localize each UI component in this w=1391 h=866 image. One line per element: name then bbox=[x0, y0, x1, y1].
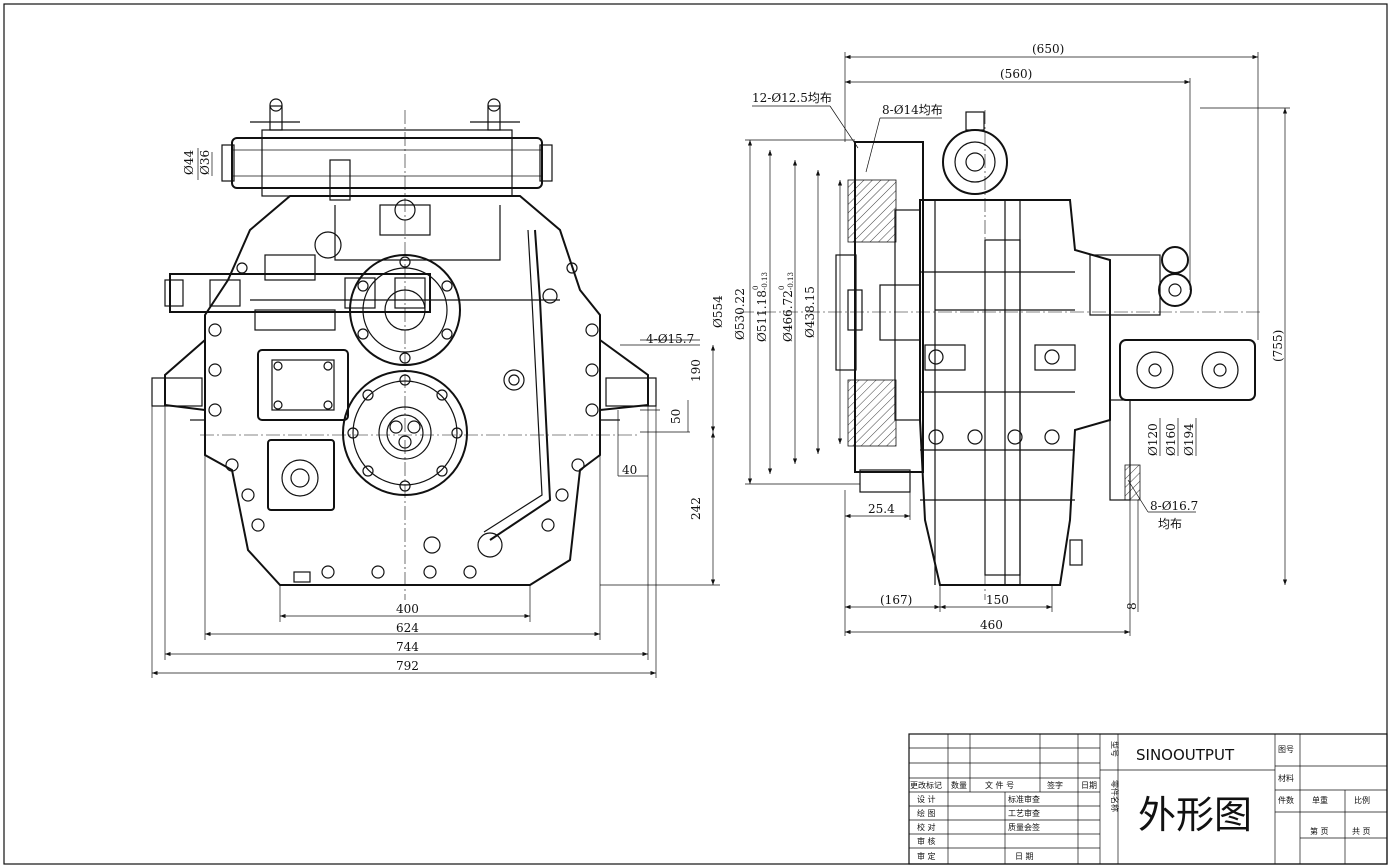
callout-8-holes-bottom: 8-Ø16.7 bbox=[1150, 499, 1198, 513]
rev-header-doc: 文 件 号 bbox=[985, 780, 1014, 790]
label-model: 型号 bbox=[1110, 741, 1119, 757]
label-material: 材料 bbox=[1278, 773, 1294, 783]
role-review: 审 核 bbox=[917, 836, 936, 846]
front-view: Ø44 Ø36 4-Ø15.7 190 50 40 242 400 624 74… bbox=[151, 98, 720, 678]
label-count: 件数 bbox=[1278, 795, 1294, 805]
dim-400: 400 bbox=[396, 602, 419, 616]
dim-dia-120: Ø120 bbox=[1146, 423, 1160, 456]
company-name: SINOOUTPUT bbox=[1136, 746, 1235, 764]
rev-header-qty: 数量 bbox=[951, 780, 967, 790]
dim-8: 8 bbox=[1125, 602, 1139, 610]
dim-190: 190 bbox=[689, 359, 703, 382]
side-cooler bbox=[942, 129, 1008, 195]
dim-792: 792 bbox=[396, 659, 419, 673]
review-quality: 质量会签 bbox=[1008, 822, 1040, 832]
dim-holes-4-15-7: 4-Ø15.7 bbox=[646, 332, 694, 346]
dim-50: 50 bbox=[669, 409, 683, 424]
dim-25-4: 25.4 bbox=[868, 502, 895, 516]
output-flange bbox=[342, 370, 468, 496]
dim-40: 40 bbox=[622, 463, 637, 477]
dim-167: (167) bbox=[880, 593, 912, 607]
dim-dia-530: Ø530.22 bbox=[733, 288, 747, 340]
title-block: 更改标记 数量 文 件 号 签字 日期 设 计 绘 图 校 对 审 核 审 定 … bbox=[908, 733, 1388, 865]
role-design: 设 计 bbox=[917, 794, 936, 804]
callout-8-holes: 8-Ø14均布 bbox=[882, 103, 943, 117]
role-check: 校 对 bbox=[917, 822, 936, 832]
label-part-name: 零件名称 bbox=[1110, 780, 1120, 812]
dim-dia-160: Ø160 bbox=[1164, 423, 1178, 456]
dim-460: 460 bbox=[980, 618, 1003, 632]
tol-511-upper: 0 bbox=[752, 286, 760, 290]
dim-150: 150 bbox=[986, 593, 1009, 607]
label-drawing-no: 图号 bbox=[1278, 745, 1294, 754]
dim-dia-44: Ø44 bbox=[182, 150, 196, 175]
sheet-border bbox=[3, 3, 1388, 865]
role-draw: 绘 图 bbox=[917, 808, 936, 818]
rev-header-sign: 签字 bbox=[1047, 780, 1063, 790]
side-housing-outline bbox=[919, 199, 1111, 586]
callout-12-holes: 12-Ø12.5均布 bbox=[752, 91, 832, 105]
side-pump bbox=[1119, 339, 1256, 401]
label-total: 共 页 bbox=[1352, 827, 1371, 836]
dim-dia-194: Ø194 bbox=[1182, 423, 1196, 456]
label-scale: 比例 bbox=[1354, 795, 1370, 805]
review-standard: 标准审查 bbox=[1008, 794, 1040, 804]
dim-dia-554: Ø554 bbox=[711, 295, 725, 328]
dim-624: 624 bbox=[396, 621, 419, 635]
review-date: 日 期 bbox=[1015, 852, 1034, 861]
rev-header-date: 日期 bbox=[1081, 781, 1097, 790]
tol-466-upper: 0 bbox=[778, 286, 786, 290]
dim-dia-511: Ø511.18 bbox=[755, 290, 769, 342]
role-approve: 审 定 bbox=[917, 851, 936, 861]
dim-dia-438: Ø438.15 bbox=[803, 286, 817, 338]
upper-flange bbox=[349, 254, 461, 366]
callout-8-holes-bottom-b: 均布 bbox=[1158, 517, 1182, 531]
side-view: (650) (560) 12-Ø12.5均布 8-Ø14均布 Ø554 Ø530… bbox=[711, 42, 1290, 636]
dim-242: 242 bbox=[689, 497, 703, 520]
rev-header-mark: 更改标记 bbox=[910, 780, 942, 790]
dim-560: (560) bbox=[1000, 67, 1032, 81]
dim-dia-466: Ø466.72 bbox=[781, 290, 795, 342]
tol-466-lower: -0.13 bbox=[787, 272, 795, 290]
tol-511-lower: -0.13 bbox=[761, 272, 769, 290]
dim-744: 744 bbox=[396, 640, 419, 654]
oil-cooler bbox=[221, 98, 553, 201]
label-unit-weight: 单重 bbox=[1312, 795, 1328, 805]
review-process: 工艺审查 bbox=[1008, 808, 1040, 818]
dim-650: (650) bbox=[1032, 42, 1064, 56]
dim-dia-36: Ø36 bbox=[198, 150, 212, 175]
dim-755: (755) bbox=[1271, 330, 1285, 362]
front-bolts bbox=[208, 262, 599, 583]
drawing-name: 外形图 bbox=[1138, 793, 1252, 837]
label-page: 第 页 bbox=[1310, 826, 1329, 836]
